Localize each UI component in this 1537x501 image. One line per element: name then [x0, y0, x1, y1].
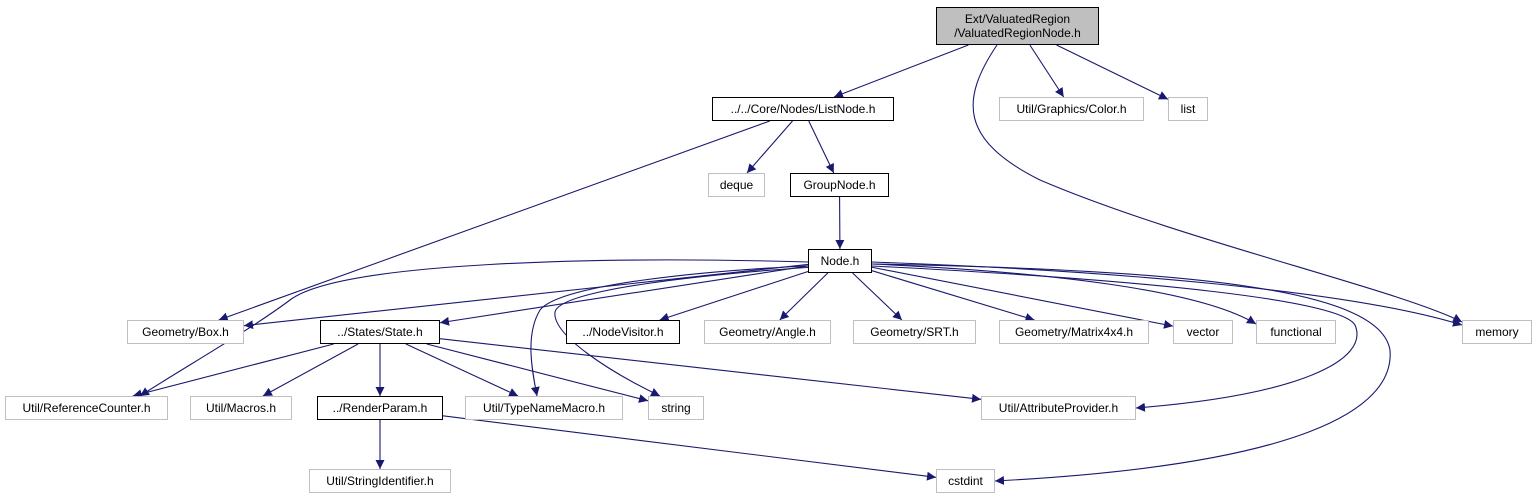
- node-cstdint: cstdint: [936, 469, 995, 493]
- edge-node-matrix: [871, 270, 1035, 322]
- edge-root-memory: [972, 44, 1463, 323]
- node-label: ../../Core/Nodes/ListNode.h: [730, 102, 876, 116]
- edge-node-box: [243, 263, 809, 330]
- edge-node-typename: [530, 264, 831, 397]
- edge-node-cstdint: [871, 263, 1391, 486]
- edge-listnode-box: [218, 120, 770, 322]
- node-label: ../NodeVisitor.h: [582, 325, 664, 339]
- node-label: Util/TypeNameMacro.h: [482, 401, 606, 415]
- node-label: Util/ReferenceCounter.h: [22, 401, 151, 415]
- node-reference-counter: Util/ReferenceCounter.h: [5, 396, 168, 420]
- edge-node-memory: [871, 261, 1463, 327]
- node-label: Ext/ValuatedRegion: [964, 12, 1071, 26]
- node-deque: deque: [708, 173, 765, 197]
- edge-state-attrprovider: [439, 338, 982, 403]
- node-label: deque: [719, 178, 754, 192]
- node-label: Geometry/Angle.h: [719, 325, 816, 339]
- node-type-name-macro: Util/TypeNameMacro.h: [465, 396, 623, 420]
- node-label: vector: [1186, 325, 1220, 339]
- node-render-param[interactable]: ../RenderParam.h: [317, 396, 443, 420]
- edge-renderparam-cstdint: [442, 415, 937, 481]
- node-state[interactable]: ../States/State.h: [320, 320, 440, 344]
- node-string-identifier: Util/StringIdentifier.h: [309, 469, 451, 493]
- node-label: Geometry/SRT.h: [870, 325, 959, 339]
- node-label: memory: [1475, 325, 1519, 339]
- edge-state-string: [426, 343, 649, 403]
- edge-root-color: [1029, 44, 1065, 98]
- node-list: list: [1168, 97, 1208, 121]
- node-angle: Geometry/Angle.h: [704, 320, 831, 344]
- node-label: ../States/State.h: [337, 325, 423, 339]
- edge-node-refcounter: [139, 259, 809, 397]
- edge-state-typename: [405, 343, 519, 397]
- node-list-node[interactable]: ../../Core/Nodes/ListNode.h: [712, 97, 894, 121]
- node-label: Geometry/Matrix4x4.h: [1014, 325, 1134, 339]
- node-node-visitor[interactable]: ../NodeVisitor.h: [566, 320, 680, 344]
- edge-listnode-groupnode: [808, 120, 835, 174]
- node-label: cstdint: [948, 474, 983, 488]
- edge-state-refcounter: [132, 343, 334, 399]
- node-srt: Geometry/SRT.h: [853, 320, 976, 344]
- edge-root-listnode: [833, 44, 969, 98]
- node-label: Util/StringIdentifier.h: [326, 474, 434, 488]
- edge-node-vector: [871, 266, 1174, 329]
- node-functional: functional: [1256, 320, 1336, 344]
- edge-node-nodevisitor: [659, 270, 809, 322]
- node-label: ../RenderParam.h: [332, 401, 428, 415]
- node-vector: vector: [1173, 320, 1233, 344]
- node-memory: memory: [1462, 320, 1532, 344]
- edge-node-srt: [852, 272, 903, 321]
- node-label: string: [661, 401, 691, 415]
- node-label: Util/Graphics/Color.h: [1016, 102, 1127, 116]
- node-label: Util/AttributeProvider.h: [998, 401, 1119, 415]
- node-label: functional: [1270, 325, 1322, 339]
- node-macros: Util/Macros.h: [190, 396, 292, 420]
- node-label: /ValuatedRegionNode.h: [954, 26, 1081, 40]
- edge-listnode-deque: [746, 120, 793, 174]
- node-attribute-provider: Util/AttributeProvider.h: [981, 396, 1136, 420]
- node-root-valuated-region-node: Ext/ValuatedRegion/ValuatedRegionNode.h: [936, 7, 1099, 45]
- edge-node-attrprovider: [871, 265, 1358, 412]
- node-label: Geometry/Box.h: [142, 325, 229, 339]
- node-box: Geometry/Box.h: [127, 320, 244, 344]
- node-group-node[interactable]: GroupNode.h: [790, 173, 889, 197]
- node-color: Util/Graphics/Color.h: [999, 97, 1144, 121]
- edge-root-list: [1056, 44, 1169, 100]
- node-label: Node.h: [820, 254, 860, 268]
- edge-node-angle: [779, 272, 829, 321]
- edge-node-functional: [871, 263, 1257, 325]
- edge-node-state: [439, 265, 809, 326]
- node-label: list: [1180, 102, 1196, 116]
- node-matrix4x4: Geometry/Matrix4x4.h: [999, 320, 1149, 344]
- edge-node-string: [554, 265, 831, 397]
- node-label: Util/Macros.h: [205, 401, 276, 415]
- node-string: string: [648, 396, 704, 420]
- node-node[interactable]: Node.h: [808, 249, 872, 273]
- node-label: GroupNode.h: [803, 178, 876, 192]
- edge-state-macros: [262, 343, 359, 397]
